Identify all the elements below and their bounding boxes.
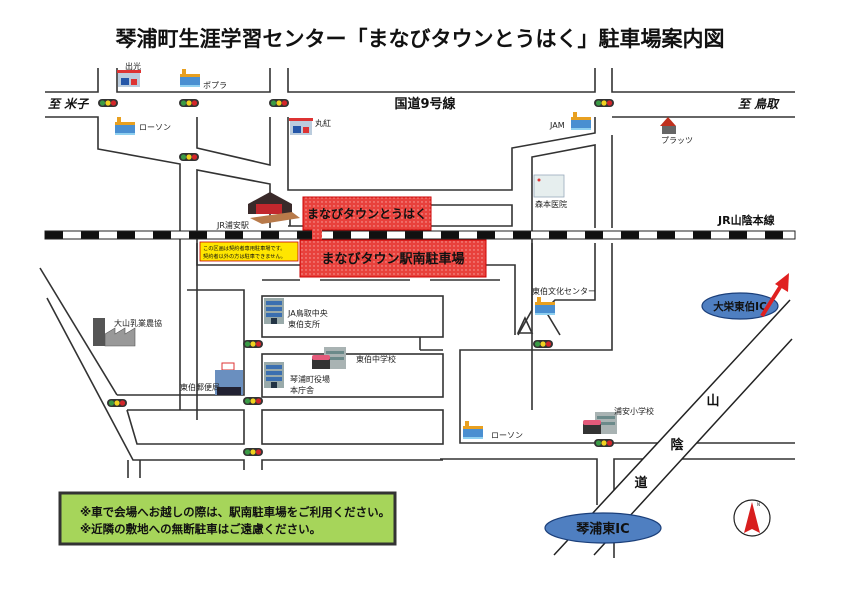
- notice-line-1: ※車で会場へお越しの際は、駅南駐車場をご利用ください。: [80, 505, 390, 519]
- idemitsu-label: 出光: [125, 61, 141, 71]
- north-compass-icon: N: [733, 499, 771, 537]
- tohaku-jhs-label: 東伯中学校: [356, 354, 396, 364]
- parking-note-line-1: この区画は契約者専用駐車場です。: [203, 244, 285, 252]
- daisen-milk-label: 大山乳業農協: [114, 318, 162, 328]
- morimoto-label: 森本医院: [535, 199, 567, 209]
- shop-icon: [571, 112, 591, 130]
- convenience-store-icon: [463, 421, 483, 439]
- plats-label: プラッツ: [661, 136, 693, 145]
- convenience-store-icon: [115, 117, 135, 135]
- notice-line-2: ※近隣の敷地への無断駐車はご遠慮ください。: [80, 522, 321, 536]
- ja-label-line-2: 東伯支所: [288, 319, 320, 329]
- notice-box: [58, 491, 397, 546]
- school-icon: [312, 347, 346, 369]
- jam-label: JAM: [549, 121, 565, 130]
- daiei-tohaku-ic-badge[interactable]: [701, 292, 779, 320]
- town-hall-icon: [264, 362, 284, 388]
- post-office-icon: [215, 362, 243, 395]
- town-hall-label-line-1: 琴浦町役場: [290, 374, 330, 384]
- parking-note-line-2: 契約者以外の方は駐車できません。: [203, 252, 286, 260]
- kotoura-higashi-ic-badge[interactable]: [544, 512, 662, 544]
- daiei-tohaku-ic-label: 大栄東伯IC: [713, 300, 767, 313]
- expressway-char-3: 道: [634, 475, 647, 491]
- to-yonago-label: 至 米子: [48, 97, 90, 111]
- parking-label: まなびタウン駅南駐車場: [321, 251, 464, 267]
- station-label: JR浦安駅: [216, 220, 249, 230]
- lawson-south-label: ローソン: [491, 431, 523, 440]
- factory-icon: [93, 318, 136, 347]
- poplar-label: ポプラ: [203, 81, 227, 90]
- culture-center-icon: [535, 297, 555, 315]
- marubeni-label: 丸紅: [315, 118, 331, 128]
- town-hall-label-line-2: 本庁舎: [290, 385, 314, 395]
- to-tottori-label: 至 鳥取: [738, 97, 780, 111]
- kotoura-higashi-ic-label: 琴浦東IC: [576, 521, 629, 537]
- office-building-icon: [264, 298, 284, 324]
- gas-station-icon: [117, 70, 141, 87]
- parking-note-box: [199, 241, 299, 262]
- station-icon: [248, 192, 300, 224]
- convenience-store-icon: [180, 69, 200, 87]
- manabi-town-label: まなびタウンとうはく: [307, 206, 427, 221]
- railway-label: JR山陰本線: [717, 213, 775, 227]
- direction-arrow-icon: [760, 273, 789, 318]
- hospital-icon: [533, 174, 565, 198]
- expressway-char-2: 陰: [670, 437, 684, 453]
- road-network: [39, 68, 795, 558]
- compass-n-label: N: [757, 502, 760, 507]
- route9-label: 国道9号線: [394, 96, 456, 112]
- lawson-north-label: ローソン: [139, 123, 171, 132]
- railway-line: [44, 230, 796, 240]
- map-title: 琴浦町生涯学習センター「まなびタウンとうはく」駐車場案内図: [116, 27, 725, 51]
- manabi-town-box[interactable]: [302, 196, 432, 231]
- gas-station-icon: [289, 118, 313, 135]
- ja-label-line-1: JA鳥取中央: [287, 308, 328, 318]
- parking-box[interactable]: [299, 239, 487, 278]
- bunka-center-label: 東伯文化センター: [532, 286, 596, 296]
- urayasu-es-label: 浦安小学校: [614, 406, 654, 416]
- school-icon: [583, 412, 617, 434]
- post-office-label: 東伯郵便局: [180, 382, 220, 392]
- expressway-char-1: 山: [706, 393, 719, 409]
- restaurant-icon: [660, 117, 676, 134]
